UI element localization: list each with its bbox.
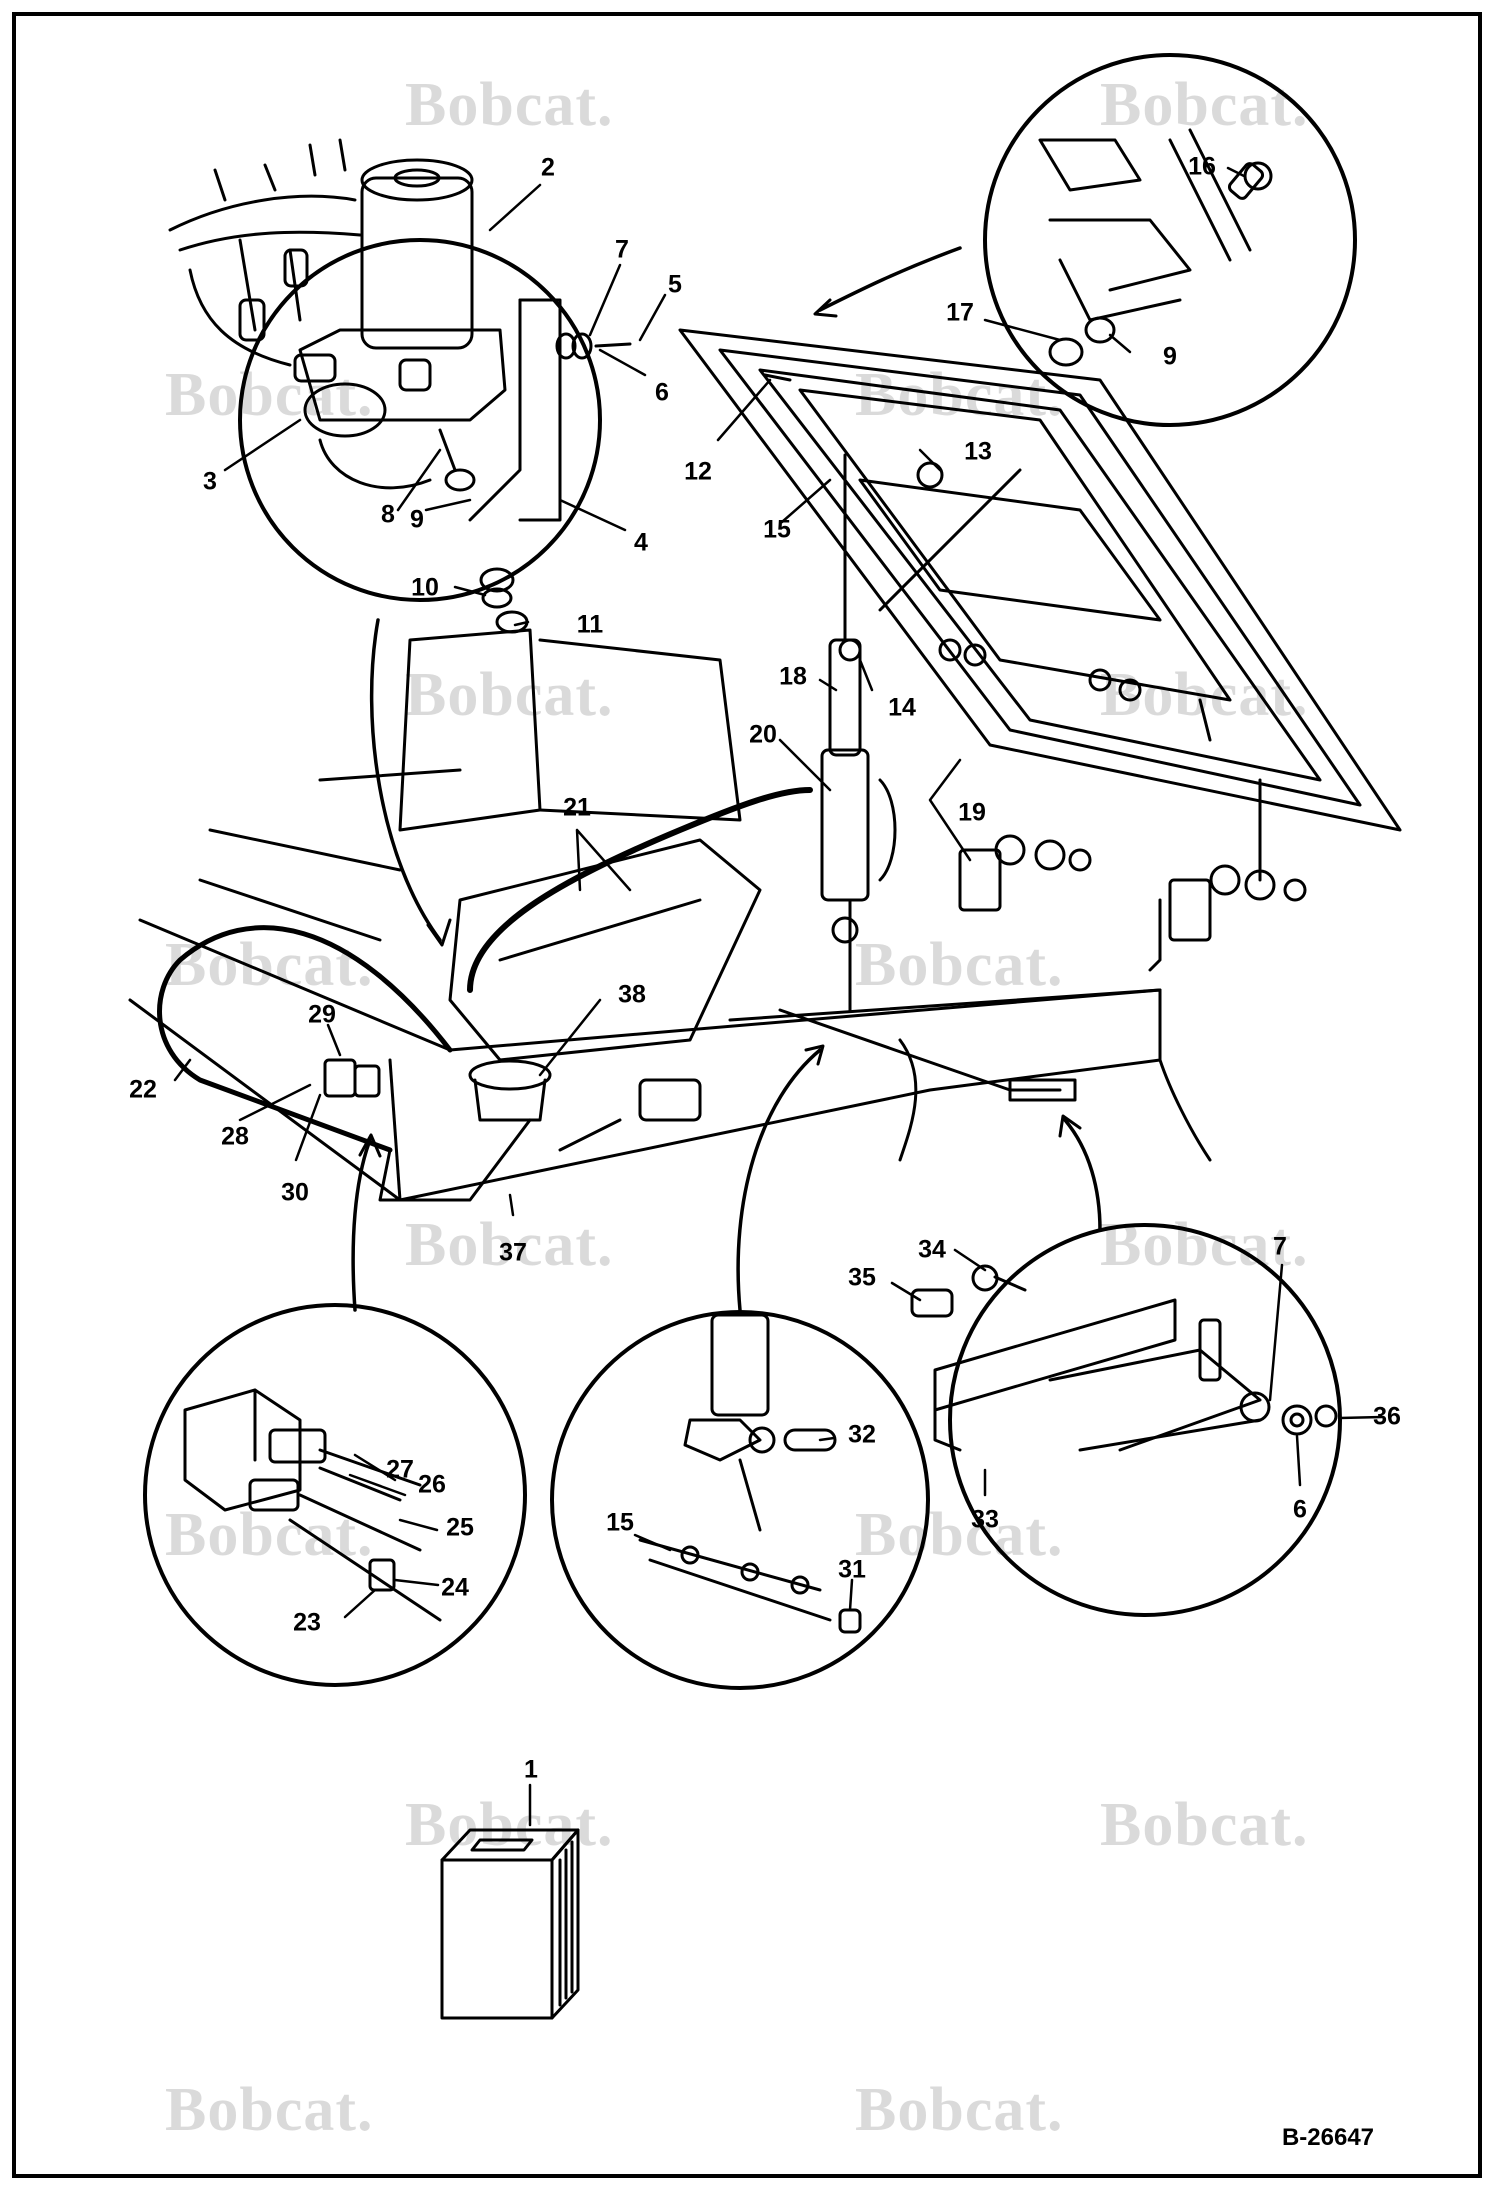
callout-36: 36 xyxy=(1373,1402,1401,1431)
callout-17: 17 xyxy=(946,298,974,327)
callout-38: 38 xyxy=(618,980,646,1009)
callout-1: 1 xyxy=(524,1755,538,1784)
relay-harness-detail xyxy=(143,1303,527,1687)
strut-mount-detail xyxy=(550,1310,930,1690)
callout-30: 30 xyxy=(281,1178,309,1207)
kit-box-part-1 xyxy=(440,1828,580,2020)
watermark: Bobcat. xyxy=(405,1211,614,1279)
callout-32: 32 xyxy=(848,1420,876,1449)
watermark: Bobcat. xyxy=(165,361,374,429)
pump-motor-detail xyxy=(168,138,632,947)
watermark: Bobcat. xyxy=(855,1501,1064,1569)
callout-8: 8 xyxy=(381,500,395,529)
watermark: Bobcat. xyxy=(405,661,614,729)
watermark: Bobcat. xyxy=(855,931,1064,999)
engine-hood-frame xyxy=(678,328,1402,832)
watermark: Bobcat. xyxy=(1100,1791,1309,1859)
drawing-number: B-26647 xyxy=(1281,2124,1375,2151)
callout-14: 14 xyxy=(888,693,916,722)
callout-19: 19 xyxy=(958,798,986,827)
callout-20: 20 xyxy=(749,720,777,749)
watermark: Bobcat. xyxy=(855,2076,1064,2144)
seat-assembly xyxy=(318,628,762,1062)
callout-6: 6 xyxy=(655,378,669,407)
callout-31: 31 xyxy=(838,1555,866,1584)
callout-4: 4 xyxy=(634,528,648,557)
callout-28: 28 xyxy=(221,1122,249,1151)
leader-lines xyxy=(173,166,1384,1827)
latch-detail xyxy=(813,53,1357,427)
callout-15: 15 xyxy=(606,1508,634,1537)
watermark: Bobcat. xyxy=(1100,1211,1309,1279)
callout-34: 34 xyxy=(918,1235,946,1264)
callout-9: 9 xyxy=(410,505,424,534)
callout-26: 26 xyxy=(418,1470,446,1499)
engine-compartment xyxy=(128,778,1307,1312)
callout-12: 12 xyxy=(684,457,712,486)
watermark: Bobcat. xyxy=(165,931,374,999)
callout-23: 23 xyxy=(293,1608,321,1637)
callout-3: 3 xyxy=(203,467,217,496)
callout-35: 35 xyxy=(848,1263,876,1292)
watermark: Bobcat. xyxy=(405,71,614,139)
callout-24: 24 xyxy=(441,1573,469,1602)
callout-25: 25 xyxy=(446,1513,474,1542)
watermark: Bobcat. xyxy=(165,2076,374,2144)
callout-11: 11 xyxy=(576,610,604,639)
callout-16: 16 xyxy=(1188,152,1216,181)
callout-15: 15 xyxy=(763,515,791,544)
callout-10: 10 xyxy=(411,573,439,602)
callout-27: 27 xyxy=(386,1455,414,1484)
callout-5: 5 xyxy=(668,270,682,299)
callout-22: 22 xyxy=(129,1075,157,1104)
callout-9: 9 xyxy=(1163,342,1177,371)
watermark: Bobcat. xyxy=(1100,71,1309,139)
callout-2: 2 xyxy=(541,153,555,182)
callout-6: 6 xyxy=(1293,1495,1307,1524)
callout-13: 13 xyxy=(964,437,992,466)
callout-7: 7 xyxy=(615,235,629,264)
callout-29: 29 xyxy=(308,1000,336,1029)
callout-18: 18 xyxy=(779,662,807,691)
diagram-border xyxy=(12,12,1482,2178)
hood-support-strut xyxy=(820,453,897,1012)
callout-33: 33 xyxy=(971,1505,999,1534)
callout-37: 37 xyxy=(499,1238,527,1267)
latch-plate-detail xyxy=(910,1223,1342,1617)
callout-21: 21 xyxy=(563,793,591,822)
callout-7: 7 xyxy=(1273,1232,1287,1261)
